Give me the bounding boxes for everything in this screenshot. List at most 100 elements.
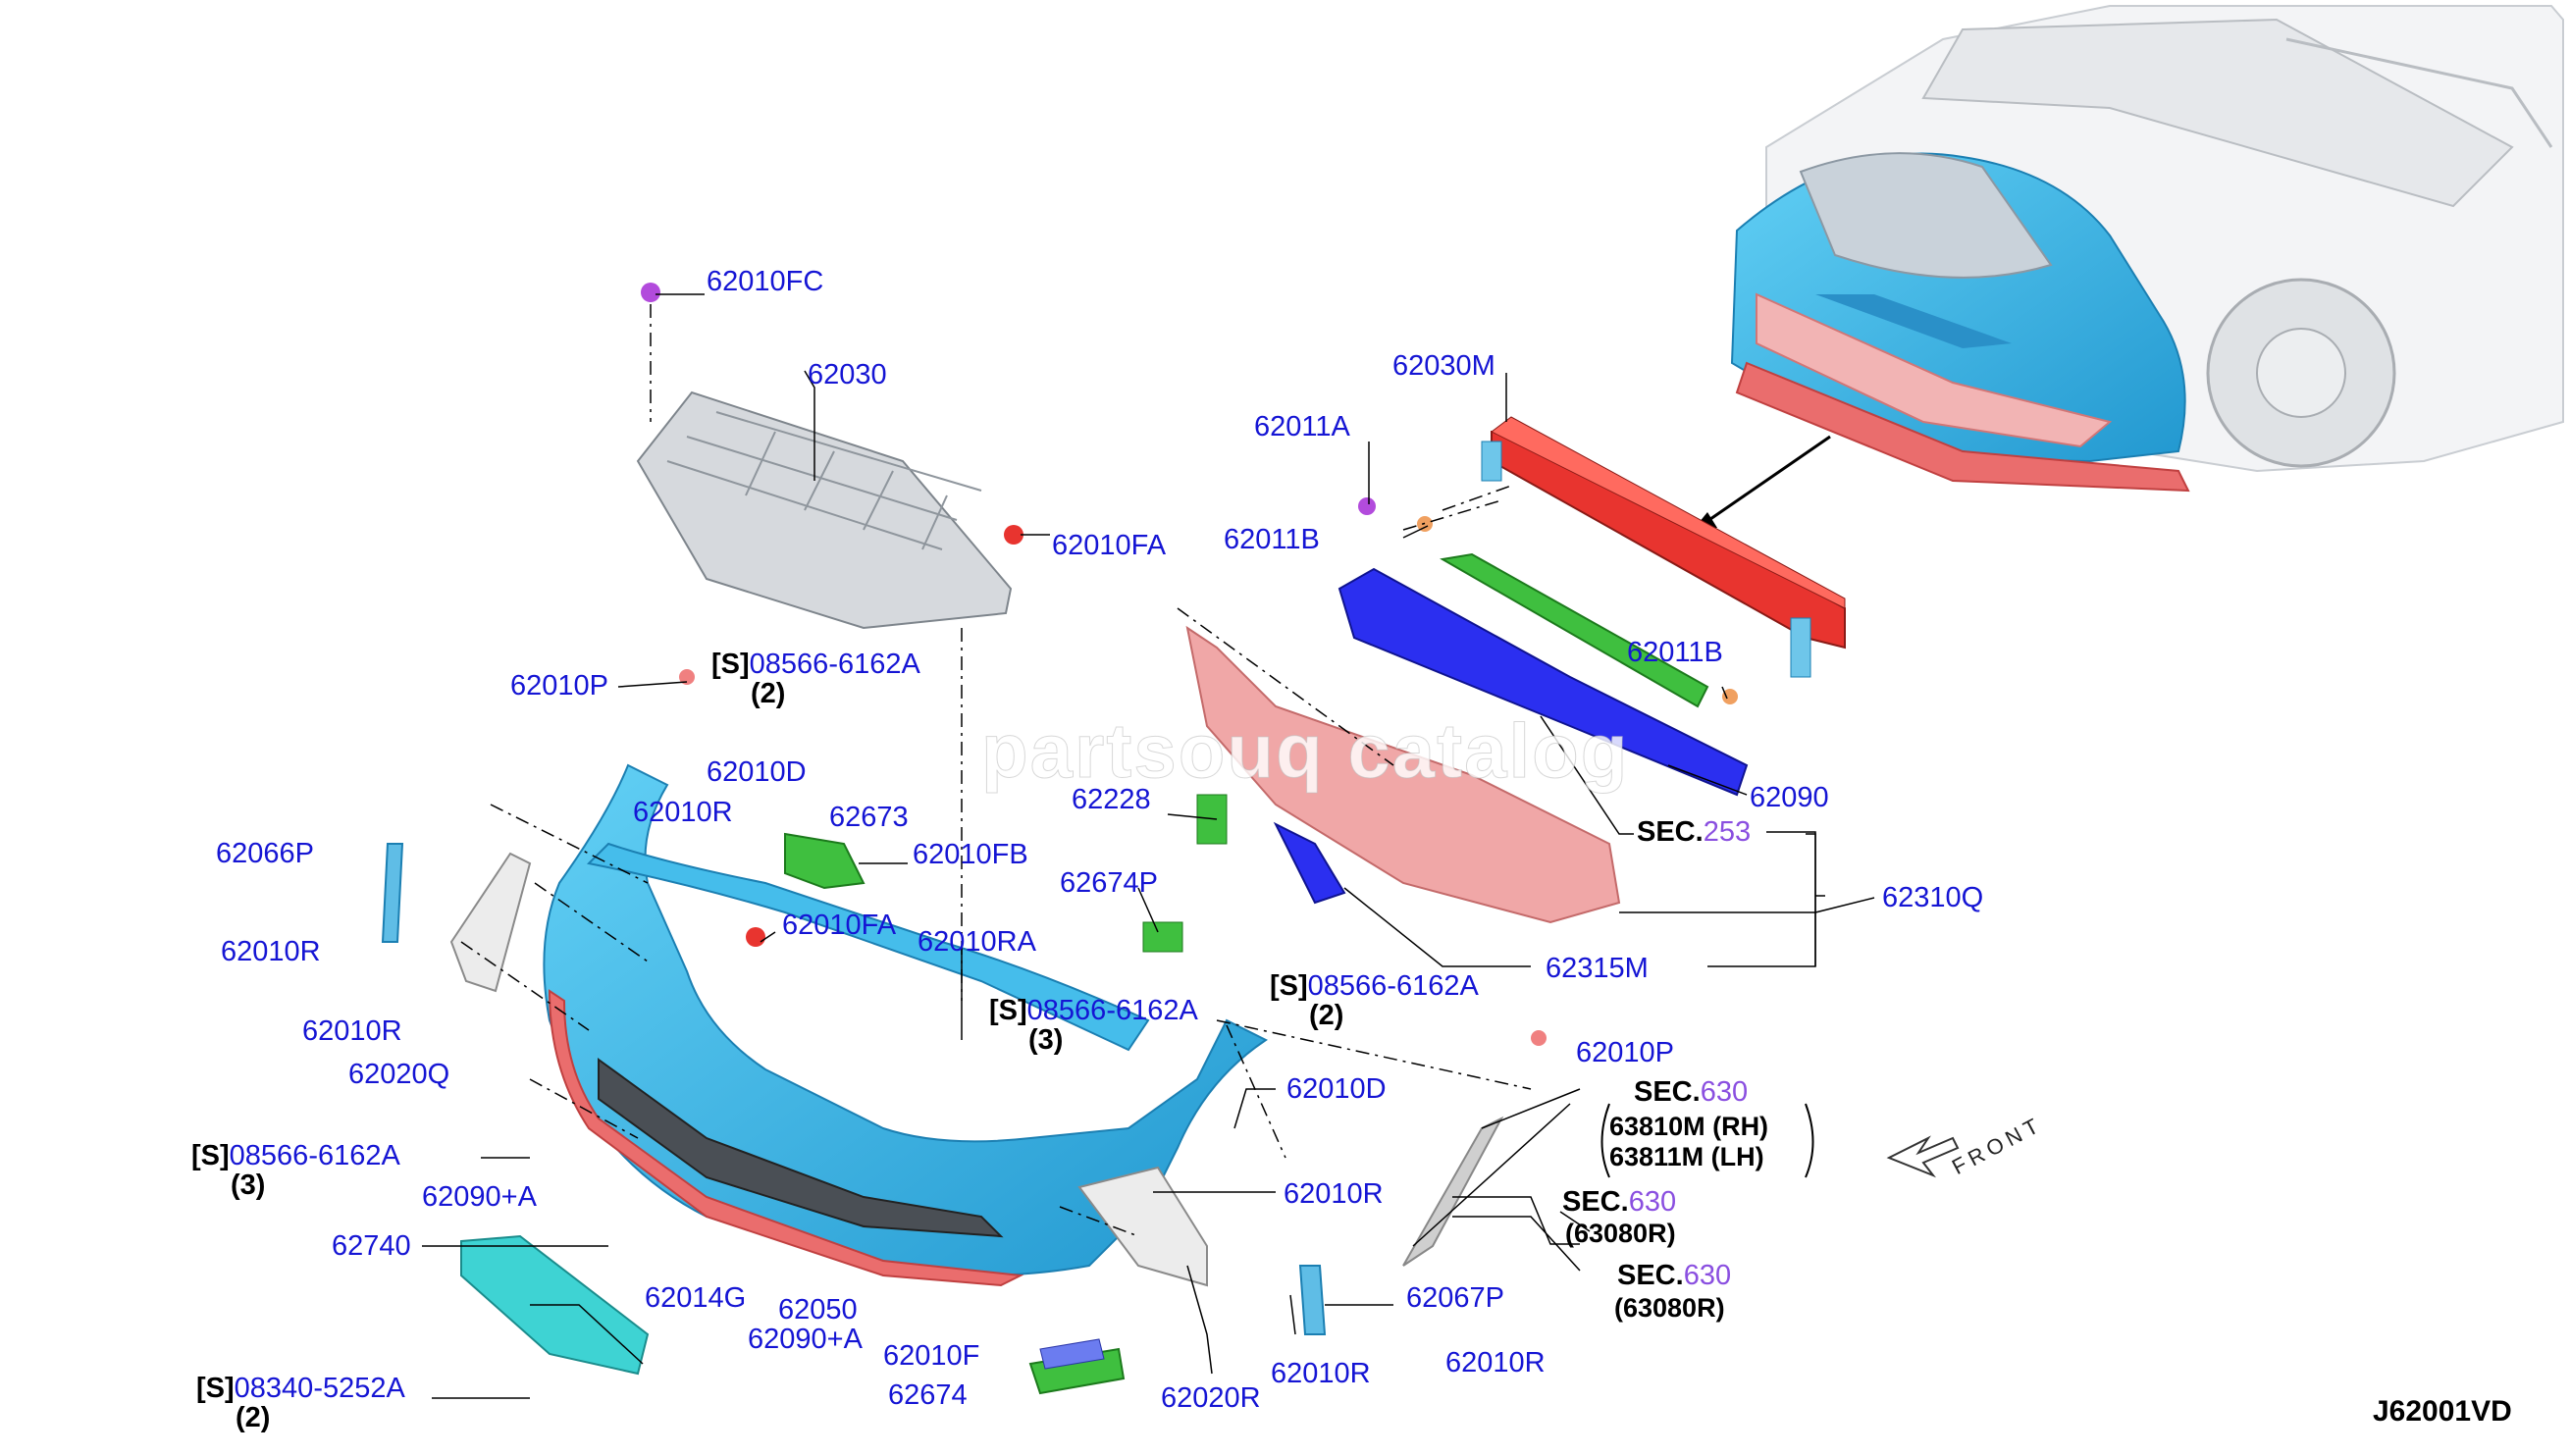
label-62010FB[interactable]: 62010FB (913, 839, 1028, 870)
nut-62011B-right (1722, 689, 1738, 704)
label-62090A-lower[interactable]: 62090+A (748, 1324, 863, 1355)
sec-630-ref-3[interactable]: SEC.630 (1617, 1261, 1731, 1290)
screw-number: 08566-6162A (749, 649, 920, 680)
paren-right (1805, 1103, 1814, 1178)
label-62228[interactable]: 62228 (1072, 784, 1151, 815)
label-62014G[interactable]: 62014G (645, 1282, 747, 1314)
screw-prefix: [S] (711, 649, 750, 680)
screw-prefix: [S] (191, 1140, 230, 1171)
label-62010F[interactable]: 62010F (883, 1340, 980, 1372)
label-08566-6162A-c[interactable]: [S]08566-6162A (3) (191, 1141, 400, 1200)
label-62020Q[interactable]: 62020Q (348, 1059, 450, 1090)
screw-number: 08566-6162A (1026, 995, 1198, 1026)
label-62010R-right[interactable]: 62010R (1284, 1178, 1384, 1210)
sec-number: 630 (1683, 1260, 1732, 1291)
sec-630-sub-3: (63080R) (1614, 1293, 1725, 1323)
sec-630-ref-2[interactable]: SEC.630 (1562, 1187, 1676, 1217)
screw-qty: (2) (236, 1402, 271, 1433)
sec-number: 630 (1628, 1186, 1677, 1218)
side-garnish-left (449, 852, 532, 993)
label-62674P[interactable]: 62674P (1060, 867, 1158, 899)
label-62020R[interactable]: 62020R (1161, 1382, 1261, 1414)
label-62011A[interactable]: 62011A (1254, 411, 1350, 442)
sec-630-ref-1[interactable]: SEC.630 (1634, 1077, 1748, 1107)
sec-630-sub-lh: 63811M (LH) (1609, 1142, 1764, 1171)
energy-absorber (1337, 567, 1749, 797)
label-08566-6162A-b[interactable]: [S]08566-6162A (3) (989, 996, 1198, 1055)
bolt-62011A (1358, 497, 1376, 515)
screw-qty: (3) (231, 1170, 266, 1201)
label-62010R-left2[interactable]: 62010R (302, 1015, 402, 1047)
label-62011B[interactable]: 62011B (1224, 524, 1320, 555)
screw-qty: (3) (1028, 1024, 1064, 1056)
upper-grille-frame (636, 390, 1013, 630)
label-62066P[interactable]: 62066P (216, 838, 314, 869)
sec-number: 630 (1700, 1076, 1749, 1108)
bracket-62673 (784, 832, 865, 890)
label-62740[interactable]: 62740 (332, 1230, 411, 1262)
sec-prefix: SEC. (1562, 1186, 1629, 1218)
label-62010D-right[interactable]: 62010D (1286, 1073, 1387, 1105)
label-62090A[interactable]: 62090+A (422, 1181, 537, 1213)
label-62010P-right[interactable]: 62010P (1576, 1037, 1674, 1068)
trim-63810M (1402, 1116, 1504, 1267)
label-62010FA[interactable]: 62010FA (1052, 530, 1167, 561)
label-62010P[interactable]: 62010P (510, 670, 608, 702)
bumper-reinforcement (1481, 416, 1846, 678)
label-62011B-right[interactable]: 62011B (1627, 637, 1723, 668)
label-08566-6162A-a[interactable]: [S]08566-6162A (2) (711, 650, 920, 708)
sec-prefix: SEC. (1617, 1260, 1684, 1291)
label-62310Q[interactable]: 62310Q (1882, 882, 1984, 913)
paren-left (1600, 1103, 1610, 1178)
screw-number: 08566-6162A (229, 1140, 400, 1171)
screw-prefix: [S] (1270, 970, 1308, 1002)
clip-62010P-left (679, 669, 695, 685)
label-62673[interactable]: 62673 (829, 802, 909, 833)
label-62090[interactable]: 62090 (1750, 782, 1829, 813)
clip-62010FA-lower (746, 927, 765, 947)
lower-grille (1185, 625, 1621, 924)
label-62010D[interactable]: 62010D (707, 756, 807, 788)
sec-number: 253 (1703, 816, 1752, 848)
clip-62010FC (641, 283, 660, 302)
sec-prefix: SEC. (1634, 1076, 1701, 1108)
bracket-62010F (1039, 1338, 1105, 1370)
screw-prefix: [S] (196, 1373, 235, 1404)
screw-qty: (2) (1309, 1000, 1344, 1031)
detail-arrow (1697, 435, 1831, 530)
grille-insert (1273, 821, 1346, 905)
sec-630-sub-2: (63080R) (1565, 1219, 1676, 1248)
label-08566-6162A-d[interactable]: [S]08566-6162A (2) (1270, 971, 1479, 1030)
diagram-code: J62001VD (2373, 1395, 2512, 1428)
label-62030[interactable]: 62030 (808, 359, 887, 390)
sec-prefix: SEC. (1637, 816, 1704, 848)
front-arrow-icon (1886, 1135, 1960, 1178)
label-62067P[interactable]: 62067P (1406, 1282, 1504, 1314)
side-garnish-right (1077, 1166, 1208, 1287)
clip-62010P-right (1531, 1030, 1547, 1046)
vehicle-overview-thumbnail (1730, 5, 2564, 493)
screw-prefix: [S] (989, 995, 1027, 1026)
label-62010R[interactable]: 62010R (633, 797, 733, 828)
label-62674[interactable]: 62674 (888, 1379, 968, 1411)
label-08340-5252A[interactable]: [S]08340-5252A (2) (196, 1374, 405, 1432)
dash-lines (460, 304, 1532, 1237)
label-62010FA-lower[interactable]: 62010FA (782, 910, 897, 941)
label-62010R-left[interactable]: 62010R (221, 936, 321, 967)
bracket-62674P (1142, 921, 1183, 953)
label-62315M[interactable]: 62315M (1546, 953, 1649, 984)
label-62010RA[interactable]: 62010RA (918, 926, 1036, 958)
label-62010R-bottom2[interactable]: 62010R (1445, 1347, 1546, 1378)
label-62010FC[interactable]: 62010FC (707, 266, 824, 297)
absorber-bracket (1440, 552, 1709, 708)
label-62010R-bottom[interactable]: 62010R (1271, 1358, 1371, 1389)
watermark: partsouq catalog (980, 707, 1630, 795)
label-62030M[interactable]: 62030M (1392, 350, 1495, 382)
sec-253-ref[interactable]: SEC.253 (1637, 817, 1751, 847)
bracket-62067P (1298, 1265, 1327, 1335)
label-62050[interactable]: 62050 (778, 1294, 858, 1326)
screw-qty: (2) (751, 678, 786, 709)
clip-62010FA-upper (1004, 525, 1023, 545)
